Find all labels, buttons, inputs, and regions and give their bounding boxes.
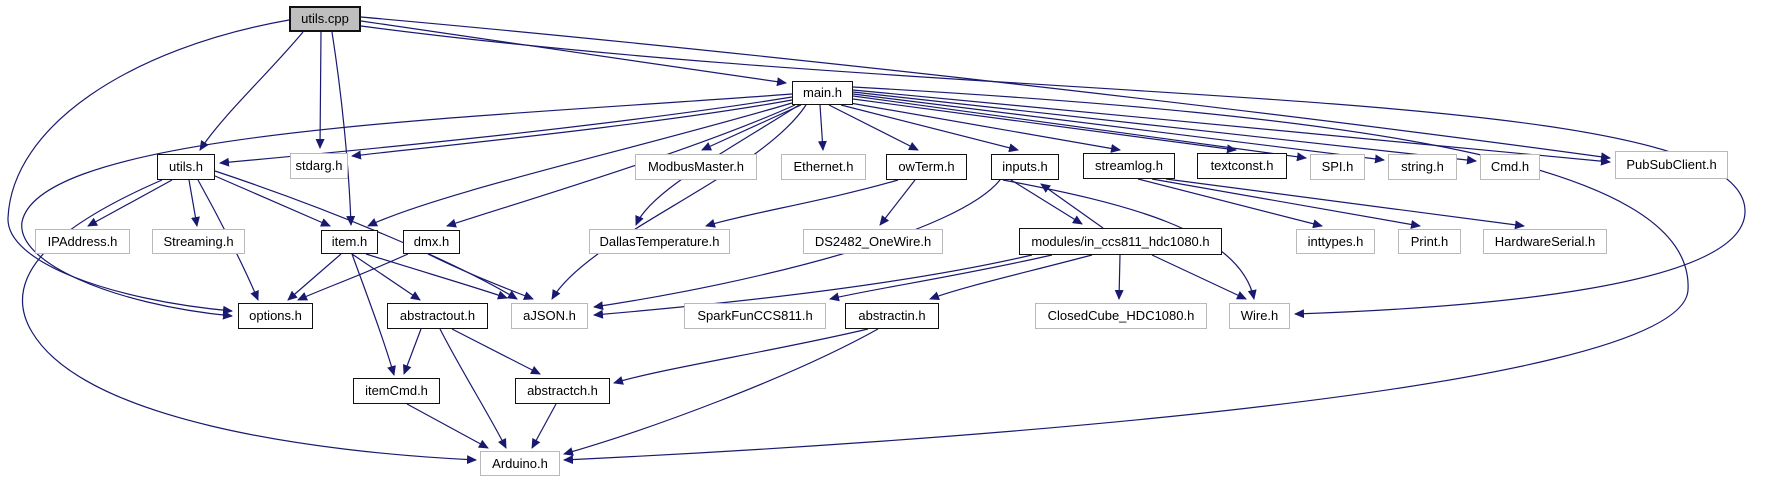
edge-utils-h-to-ajson-h bbox=[214, 170, 518, 300]
edge-main-h-to-pubsubclient-h bbox=[852, 89, 1611, 166]
edge-main-h-to-ethernet-h bbox=[817, 104, 827, 151]
edge-main-h-to-textconst-h bbox=[852, 98, 1237, 154]
edge-main-h-to-cmd-h bbox=[852, 91, 1477, 165]
edge-utils-h-to-item-h bbox=[214, 175, 331, 227]
edge-abstractout-h-to-itemcmd-h bbox=[402, 328, 422, 375]
edge-streamlog-h-to-print-h bbox=[1151, 178, 1421, 229]
edge-abstractout-h-to-arduino-h bbox=[439, 328, 507, 449]
edge-inputs-h-to-wire-h bbox=[1002, 179, 1257, 300]
node-inttypes-h: inttypes.h bbox=[1296, 229, 1375, 254]
edge-utils-cpp-to-stdarg-h bbox=[315, 31, 325, 149]
edge-itemcmd-h-to-arduino-h bbox=[406, 403, 489, 449]
node-abstractin-h[interactable]: abstractin.h bbox=[845, 303, 939, 329]
node-inputs-h[interactable]: inputs.h bbox=[991, 154, 1059, 180]
node-dmx-h[interactable]: dmx.h bbox=[403, 230, 460, 254]
node-streaming-h: Streaming.h bbox=[152, 229, 245, 254]
edge-utils-cpp-to-pubsubclient-h bbox=[360, 16, 1611, 162]
edge-item-h-to-ajson-h bbox=[365, 253, 508, 300]
edge-dmx-h-to-ajson-h bbox=[427, 253, 534, 300]
edge-owterm-h-to-ds2482-onewire-h bbox=[879, 179, 916, 226]
node-wire-h: Wire.h bbox=[1229, 303, 1290, 329]
node-hardwareserial-h: HardwareSerial.h bbox=[1483, 229, 1607, 254]
node-cmd-h: Cmd.h bbox=[1480, 154, 1540, 180]
edge-utils-cpp-to-main-h bbox=[360, 20, 787, 87]
node-ipaddress-h: IPAddress.h bbox=[35, 229, 130, 254]
node-utils-h[interactable]: utils.h bbox=[157, 154, 215, 180]
edge-dmx-h-to-options-h bbox=[297, 253, 409, 301]
edge-utils-h-to-ipaddress-h bbox=[87, 179, 173, 227]
node-sparkfunccs811-h: SparkFunCCS811.h bbox=[684, 303, 826, 329]
node-abstractch-h[interactable]: abstractch.h bbox=[515, 378, 610, 404]
node-modules-in-ccs811-hdc1080-h[interactable]: modules/in_ccs811_hdc1080.h bbox=[1019, 228, 1222, 255]
node-pubsubclient-h: PubSubClient.h bbox=[1615, 151, 1728, 179]
edge-main-h-to-modbusmaster-h bbox=[701, 104, 802, 151]
node-ethernet-h: Ethernet.h bbox=[781, 154, 866, 180]
edge-item-h-to-abstractout-h bbox=[351, 253, 421, 301]
node-string-h: string.h bbox=[1388, 154, 1457, 180]
edge-main-h-to-owterm-h bbox=[828, 104, 919, 151]
edge-main-h-to-streamlog-h bbox=[849, 102, 1121, 153]
edge-utils-cpp-to-options-h bbox=[7, 19, 290, 315]
edge-abstractout-h-to-abstractch-h bbox=[451, 328, 541, 375]
edge-utils-cpp-to-item-h bbox=[331, 31, 356, 226]
node-modbusmaster-h: ModbusMaster.h bbox=[635, 154, 757, 180]
node-utils-cpp[interactable]: utils.cpp bbox=[289, 6, 361, 32]
edge-item-h-to-itemcmd-h bbox=[351, 253, 396, 376]
node-print-h: Print.h bbox=[1398, 229, 1461, 254]
node-owterm-h[interactable]: owTerm.h bbox=[886, 154, 967, 180]
edge-item-h-to-options-h bbox=[287, 253, 342, 301]
node-arduino-h: Arduino.h bbox=[480, 451, 560, 476]
edge-utils-h-to-streaming-h bbox=[188, 179, 200, 227]
edge-modules-in-ccs811-hdc1080-h-to-closedcube-hdc1080-h bbox=[1114, 254, 1124, 300]
edge-modules-in-ccs811-hdc1080-h-to-sparkfunccs811-h bbox=[829, 254, 1053, 302]
edge-inputs-h-to-modules-in-ccs811-hdc1080-h bbox=[1010, 179, 1083, 225]
node-dallastemperature-h: DallasTemperature.h bbox=[589, 229, 730, 254]
edge-main-h-to-spi-h bbox=[852, 95, 1307, 162]
edge-main-h-to-inputs-h bbox=[840, 104, 1019, 153]
node-textconst-h[interactable]: textconst.h bbox=[1197, 153, 1287, 179]
edge-modules-in-ccs811-hdc1080-h-to-inputs-h bbox=[1040, 183, 1104, 229]
edge-main-h-to-utils-h bbox=[219, 96, 793, 167]
edge-streamlog-h-to-hardwareserial-h bbox=[1165, 178, 1525, 230]
edge-main-h-to-dmx-h bbox=[446, 104, 796, 228]
node-item-h[interactable]: item.h bbox=[321, 230, 378, 254]
node-streamlog-h[interactable]: streamlog.h bbox=[1083, 153, 1175, 179]
edge-modules-in-ccs811-hdc1080-h-to-wire-h bbox=[1151, 254, 1247, 300]
node-ds2482-onewire-h: DS2482_OneWire.h bbox=[803, 229, 943, 254]
edge-modules-in-ccs811-hdc1080-h-to-ajson-h bbox=[593, 254, 1033, 319]
edge-abstractin-h-to-arduino-h bbox=[563, 328, 879, 456]
edge-main-h-to-ajson-h bbox=[551, 104, 807, 300]
node-spi-h: SPI.h bbox=[1310, 154, 1365, 180]
edge-utils-cpp-to-utils-h bbox=[199, 31, 304, 151]
edge-main-h-to-options-h bbox=[21, 93, 793, 320]
edge-main-h-to-string-h bbox=[852, 93, 1385, 164]
edge-abstractch-h-to-arduino-h bbox=[531, 403, 557, 449]
node-ajson-h: aJSON.h bbox=[511, 303, 588, 329]
edge-main-h-to-item-h bbox=[367, 102, 793, 227]
edge-streamlog-h-to-inttypes-h bbox=[1137, 178, 1323, 229]
edge-abstractin-h-to-abstractch-h bbox=[613, 328, 869, 385]
node-itemcmd-h[interactable]: itemCmd.h bbox=[353, 378, 440, 404]
node-main-h[interactable]: main.h bbox=[792, 81, 853, 105]
node-options-h[interactable]: options.h bbox=[238, 303, 313, 329]
node-stdarg-h: stdarg.h bbox=[290, 153, 348, 179]
edge-main-h-to-arduino-h bbox=[563, 86, 1689, 465]
edge-owterm-h-to-dallastemperature-h bbox=[705, 179, 899, 228]
edge-modules-in-ccs811-hdc1080-h-to-abstractin-h bbox=[929, 254, 1093, 301]
node-abstractout-h[interactable]: abstractout.h bbox=[387, 303, 488, 329]
node-closedcube-hdc1080-h: ClosedCube_HDC1080.h bbox=[1035, 303, 1207, 329]
edge-main-h-to-stdarg-h bbox=[351, 99, 793, 160]
